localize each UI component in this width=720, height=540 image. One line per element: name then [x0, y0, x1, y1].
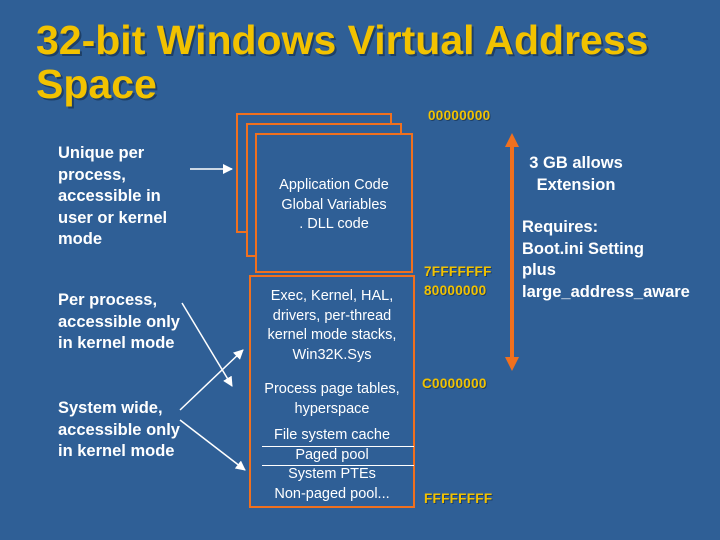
address-c0000000: C0000000 [422, 376, 487, 391]
system-space-label: File system cache Paged pool System PTEs… [249, 426, 415, 504]
requires-line-1: Requires: [522, 218, 599, 236]
non-paged-pool-line: Non-paged pool... [274, 485, 390, 502]
file-system-cache-line: File system cache [273, 427, 391, 443]
page-title: 32-bit Windows Virtual Address Space [36, 17, 649, 107]
exec-line-4: Win32K.Sys [292, 346, 372, 363]
app-code-line: Application Code [279, 177, 389, 193]
page-tables-label: Process page tables, hyperspace [249, 380, 415, 419]
arrow-per-process-to-tables [181, 302, 233, 387]
exec-line-1: Exec, Kernel, HAL, [270, 288, 394, 304]
address-7fffffff: 7FFFFFFF [424, 264, 492, 279]
separator-1 [262, 446, 414, 447]
paged-pool-line: Paged pool [295, 446, 369, 463]
page-tables-line-1: Process page tables, [264, 381, 400, 397]
dll-code-line: . DLL code [299, 216, 369, 232]
address-ffffffff: FFFFFFFF [424, 491, 493, 506]
kernel-space-box [249, 275, 415, 508]
page-tables-line-2: hyperspace [294, 400, 370, 417]
global-variables-line: Global Variables [281, 196, 387, 213]
requires-line-3: plus [522, 261, 556, 279]
arrow-system-to-pools [179, 419, 246, 471]
arrow-system-to-exec [179, 349, 244, 411]
address-00000000: 00000000 [428, 108, 491, 123]
requires-line-2: Boot.ini Setting [522, 239, 644, 258]
exec-kernel-label: Exec, Kernel, HAL, drivers, per-thread k… [249, 287, 415, 365]
exec-line-2: drivers, per-thread [272, 307, 392, 324]
system-ptes-line: System PTEs [288, 466, 376, 482]
separator-2 [262, 465, 414, 466]
requires-line-4: large_address_aware [522, 282, 690, 301]
requires-note: Requires: Boot.ini Setting plus large_ad… [522, 217, 717, 303]
exec-line-3: kernel mode stacks, [267, 327, 397, 343]
label-unique-per-process: Unique per process, accessible in user o… [58, 144, 168, 248]
extension-note: 3 GB allows Extension [529, 154, 623, 194]
app-code-label: Application Code Global Variables . DLL … [255, 176, 413, 235]
label-per-process-kernel: Per process, accessible only in kernel m… [58, 291, 180, 352]
user-space-box [255, 133, 413, 273]
address-80000000: 80000000 [424, 283, 487, 298]
label-system-wide: System wide, accessible only in kernel m… [58, 399, 180, 460]
